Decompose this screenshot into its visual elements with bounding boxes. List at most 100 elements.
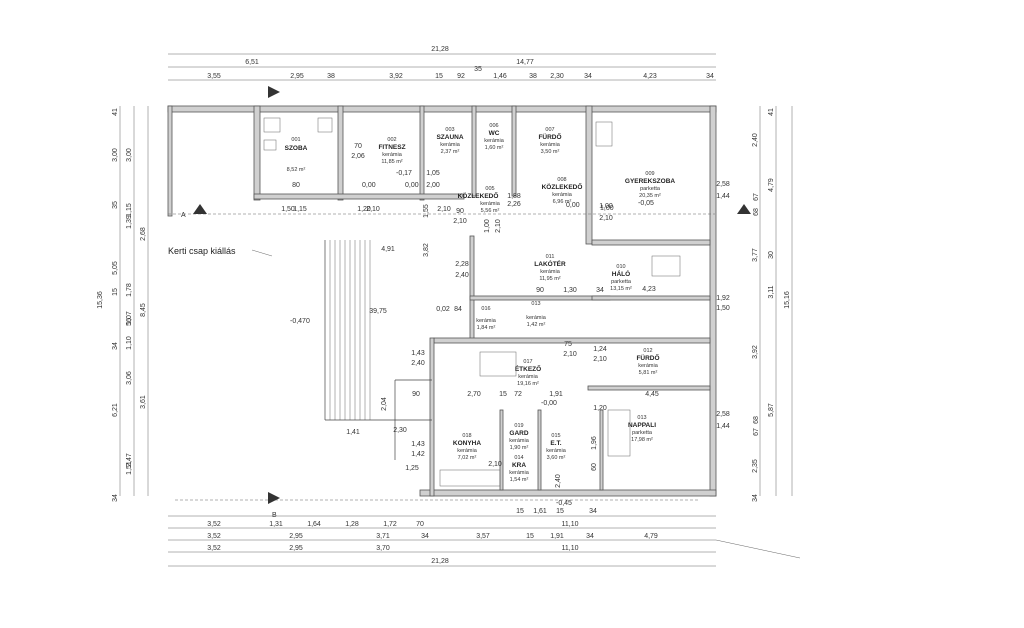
interior-dim-11: 4,91 (381, 246, 395, 253)
bottom-r1-a: 3,52 (207, 521, 221, 528)
svg-text:kerámia: kerámia (440, 142, 461, 148)
svg-text:kerámia: kerámia (546, 448, 567, 454)
terrace (168, 213, 715, 501)
interior-dim-28: 1,30 (563, 287, 577, 294)
svg-text:19,16 m²: 19,16 m² (517, 381, 539, 387)
left-dim-11: 1,10 (126, 336, 133, 350)
right-dim-5: 3,77 (752, 248, 759, 262)
room-017: 017 ÉTKEZŐ kerámia 19,16 m² (515, 359, 541, 387)
interior-dim-6: 1,15 (293, 206, 307, 213)
right-dim-13: 2,35 (752, 459, 759, 473)
interior-dim-32: 0,02 (436, 306, 450, 313)
level-4: -0,00 (541, 400, 557, 407)
left-dim-12: 34 (112, 342, 119, 350)
interior-dim-49: 2,04 (381, 397, 388, 411)
svg-text:parketta: parketta (632, 430, 653, 436)
bottom-r1-g: 11,10 (562, 521, 579, 528)
bottom-r2-h: 34 (586, 533, 594, 540)
svg-text:2,37 m²: 2,37 m² (441, 149, 460, 155)
interior-dim-12: 3,82 (423, 243, 430, 257)
bottom-r1-b: 1,31 (269, 521, 283, 528)
section-arrow-b-bottom (268, 492, 280, 504)
bottom-sub-4: 34 (589, 508, 597, 515)
left-dim-4: 1,15 (126, 203, 133, 217)
right-dim-6: 30 (768, 251, 775, 259)
right-dim-0: 41 (768, 108, 775, 116)
svg-text:5,81 m²: 5,81 m² (639, 370, 658, 376)
interior-dim-48: 2,30 (393, 427, 407, 434)
room-013-small: 013 kerámia 1,42 m² (526, 301, 547, 328)
top-dim-k: 4,23 (643, 73, 657, 80)
left-dim-3: 35 (112, 201, 119, 209)
bottom-r2-a: 3,52 (207, 533, 221, 540)
svg-text:kerámia: kerámia (526, 315, 547, 321)
interior-dim-2: 1,05 (426, 170, 440, 177)
building-walls (167, 105, 717, 497)
svg-text:11,95 m²: 11,95 m² (539, 276, 560, 282)
interior-dim-29: 34 (596, 287, 604, 294)
right-dim-3: 67 (753, 193, 760, 201)
room-009: 009 GYEREKSZOBA parketta 20,35 m² (625, 171, 676, 199)
top-dim-g: 1,46 (493, 73, 507, 80)
level-2: -0,05 (638, 200, 654, 207)
svg-text:LAKÓTÉR: LAKÓTÉR (534, 259, 566, 268)
bottom-r2-b: 2,95 (289, 533, 303, 540)
interior-dim-43: 2,10 (563, 351, 577, 358)
level-5: -0,45 (556, 500, 572, 507)
top-dim-l: 34 (706, 73, 714, 80)
interior-dim-22: 2,10 (599, 215, 613, 222)
interior-dim-53: 1,25 (405, 465, 419, 472)
svg-text:FITNESZ: FITNESZ (378, 144, 405, 151)
left-dim-21: 15,36 (97, 291, 104, 309)
interior-dim-45: 2,58 (716, 411, 730, 418)
svg-text:011: 011 (546, 254, 555, 260)
svg-text:8,52 m²: 8,52 m² (287, 167, 306, 173)
right-dim-9: 3,92 (752, 345, 759, 359)
top-dim-c: 38 (327, 73, 335, 80)
svg-text:kerámia: kerámia (552, 192, 573, 198)
interior-dim-34: 1,43 (411, 350, 425, 357)
room-001: 001 SZOBA 8,52 m² (285, 137, 308, 173)
svg-text:GYEREKSZOBA: GYEREKSZOBA (625, 178, 676, 185)
interior-dim-56: 60 (591, 463, 598, 471)
svg-text:003: 003 (445, 127, 454, 133)
right-dim-14: 34 (752, 494, 759, 502)
svg-text:HÁLÓ: HÁLÓ (612, 269, 630, 278)
interior-dim-33: 84 (454, 306, 462, 313)
top-dim-h: 38 (529, 73, 537, 80)
svg-text:6,96 m²: 6,96 m² (553, 199, 572, 205)
right-dim-10: 5,87 (768, 403, 775, 417)
interior-dim-42: 75 (564, 341, 572, 348)
left-dim-15: 2,47 (126, 453, 133, 467)
interior-dim-13: 2,28 (455, 261, 469, 268)
svg-text:kerámia: kerámia (476, 318, 497, 324)
svg-text:KÖZLEKEDŐ: KÖZLEKEDŐ (542, 182, 583, 191)
left-dim-8: 15 (112, 288, 119, 296)
svg-text:3,60 m²: 3,60 m² (547, 455, 566, 461)
interior-dim-3: 2,00 (426, 182, 440, 189)
right-dim-4: 68 (753, 208, 760, 216)
left-dim-9: 1,07 (126, 311, 133, 325)
svg-text:1,84 m²: 1,84 m² (477, 325, 496, 331)
svg-text:1,90 m²: 1,90 m² (510, 445, 529, 451)
interior-dim-38: 15 (499, 391, 507, 398)
furniture (263, 117, 681, 487)
interior-dim-0: 70 (354, 143, 362, 150)
interior-dim-4: 80 (292, 182, 300, 189)
svg-text:E.T.: E.T. (550, 440, 561, 447)
left-dim-6: 2,68 (140, 227, 147, 241)
section-arrow-a-right (737, 204, 751, 214)
svg-text:SZOBA: SZOBA (285, 145, 308, 152)
bottom-r3-b: 2,95 (289, 545, 303, 552)
svg-text:kerámia: kerámia (457, 448, 478, 454)
section-markers: A B (181, 86, 751, 519)
room-002: 002 FITNESZ kerámia 11,85 m² (378, 137, 405, 165)
svg-text:KÖZLEKEDŐ: KÖZLEKEDŐ (458, 191, 499, 200)
interior-dim-18: 2,10 (495, 219, 502, 233)
svg-text:kerámia: kerámia (518, 374, 539, 380)
top-dim-35: 35 (474, 66, 482, 73)
svg-text:ÉTKEZŐ: ÉTKEZŐ (515, 364, 541, 373)
left-dim-17: 1,51 (126, 461, 133, 475)
